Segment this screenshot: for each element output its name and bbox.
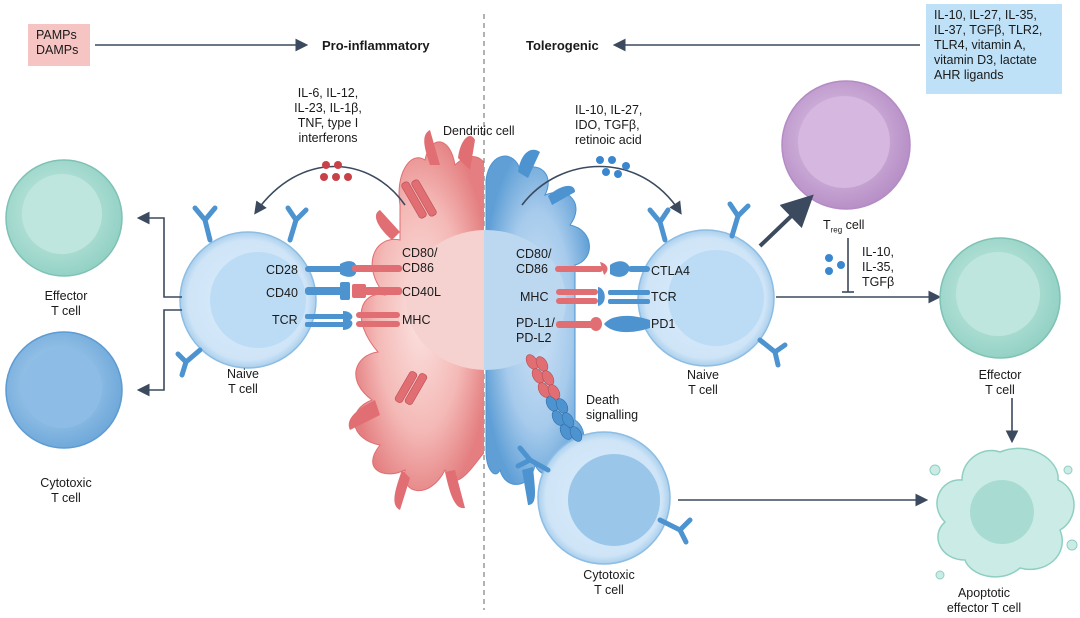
cytokine-dots-left bbox=[320, 161, 352, 181]
to-treg-arrow bbox=[758, 194, 814, 248]
effector-t-cell-left bbox=[5, 159, 123, 277]
cytotoxic-t-cell-left bbox=[5, 331, 123, 449]
cd80-86-left-label: CD80/ CD86 bbox=[402, 246, 438, 275]
mhc-left-label: MHC bbox=[402, 313, 431, 327]
tolerogenic-stimuli-box: IL-10, IL-27, IL-35, IL-37, TGFβ, TLR2, … bbox=[926, 4, 1062, 94]
naive-t-cell-right bbox=[637, 201, 788, 368]
cytotoxic-left-label: Cytotoxic T cell bbox=[40, 476, 92, 505]
pamps-damps-box: PAMPs DAMPs bbox=[28, 24, 90, 66]
effector-left-label: Effector T cell bbox=[44, 289, 88, 318]
treg-label: Treg cell bbox=[823, 218, 865, 235]
naive-t-cell-left bbox=[175, 205, 317, 378]
tolerogenic-title: Tolerogenic bbox=[526, 38, 599, 53]
receptors-right bbox=[555, 261, 650, 333]
naive-left-label: Naive T cell bbox=[227, 367, 259, 396]
pro-inflammatory-title: Pro-inflammatory bbox=[322, 38, 430, 53]
cd40l-label: CD40L bbox=[402, 285, 441, 299]
treg-cytokines: IL-10, IL-35, TGFβ bbox=[862, 245, 895, 289]
cytokine-arc-left bbox=[254, 165, 406, 215]
tcr-left-label: TCR bbox=[272, 313, 298, 327]
left-cytokines: IL-6, IL-12, IL-23, IL-1β, TNF, type I i… bbox=[294, 86, 362, 145]
right-cytokines: IL-10, IL-27, IDO, TGFβ, retinoic acid bbox=[575, 103, 643, 147]
tcr-right-label: TCR bbox=[651, 290, 677, 304]
effector-t-cell-right bbox=[939, 237, 1061, 359]
effector-right-label: Effector T cell bbox=[978, 368, 1022, 397]
treg-cytokine-dots bbox=[825, 254, 845, 275]
cytotoxic-bottom-label: Cytotoxic T cell bbox=[583, 568, 635, 597]
pdl-label: PD-L1/ PD-L2 bbox=[516, 316, 555, 345]
cytotoxic-t-cell-bottom bbox=[515, 431, 693, 565]
naive-right-label: Naive T cell bbox=[687, 368, 719, 397]
cytokine-arc-right bbox=[521, 165, 682, 215]
apoptotic-cell bbox=[929, 447, 1078, 580]
cd80-86-right-label: CD80/ CD86 bbox=[516, 247, 552, 276]
death-signalling-chain bbox=[525, 354, 583, 442]
dendritic-cell bbox=[348, 130, 591, 510]
to-cytotoxic-arrow bbox=[136, 309, 182, 397]
pd1-label: PD1 bbox=[651, 317, 676, 331]
mhc-right-label: MHC bbox=[520, 290, 549, 304]
cd28-label: CD28 bbox=[266, 263, 298, 277]
ctla4-label: CTLA4 bbox=[651, 264, 690, 278]
apoptotic-label: Apoptotic effector T cell bbox=[946, 586, 1022, 615]
cytokine-dots-right bbox=[596, 156, 630, 178]
to-effector-arrow bbox=[136, 211, 182, 298]
dendritic-cell-label: Dendritic cell bbox=[443, 124, 515, 138]
death-signalling-label: Death signalling bbox=[586, 393, 639, 422]
receptors-left bbox=[305, 261, 402, 330]
treg-cell bbox=[781, 80, 911, 210]
cd40-label: CD40 bbox=[266, 286, 298, 300]
